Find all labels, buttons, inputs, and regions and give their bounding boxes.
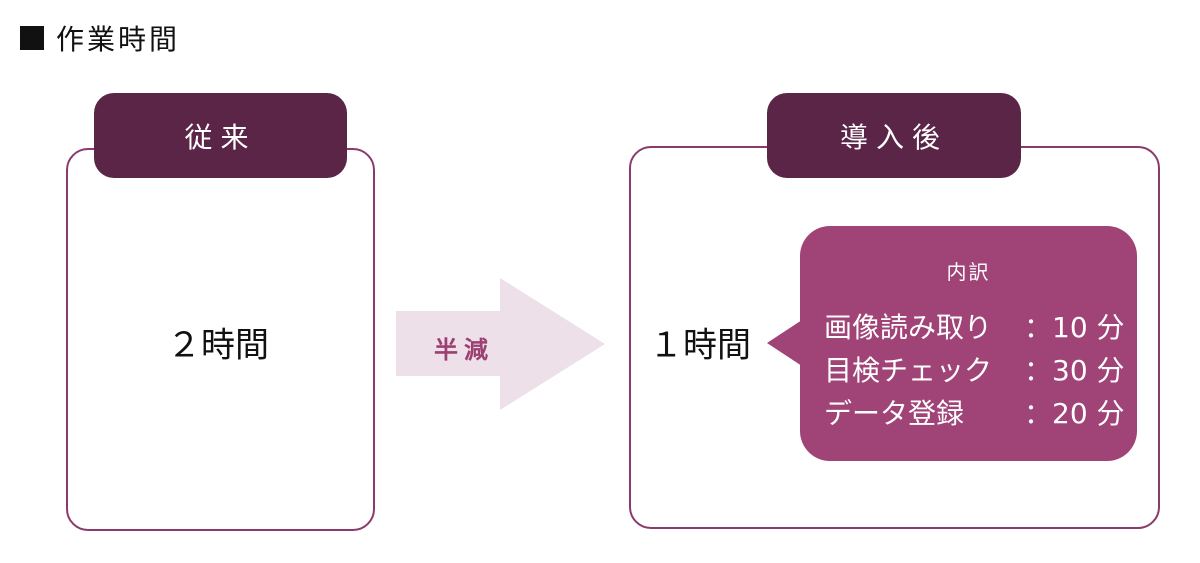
arrow-icon	[396, 278, 605, 410]
breakdown-label: 目検チェック	[824, 354, 993, 387]
breakdown-label: 画像読み取り	[824, 311, 993, 344]
square-bullet-icon	[20, 26, 44, 50]
arrow-label: 半減	[434, 336, 494, 364]
breakdown-row: 画像読み取り ：10 分	[824, 306, 1125, 346]
breakdown-value: ：20 分	[1024, 397, 1125, 430]
breakdown-label: データ登録	[824, 397, 965, 430]
before-tab: 従来	[94, 93, 347, 178]
section-title-text: 作業時間	[56, 23, 181, 56]
after-tab: 導入後	[767, 93, 1021, 178]
before-time: ２時間	[167, 325, 269, 366]
breakdown-bubble: 内訳 画像読み取り ：10 分 目検チェック ：30 分 データ登録 ：20 分	[800, 226, 1137, 461]
section-title: 作業時間	[20, 18, 180, 58]
bubble-pointer	[767, 318, 805, 368]
breakdown-row: 目検チェック ：30 分	[824, 349, 1125, 389]
breakdown-value: ：10 分	[1024, 311, 1125, 344]
breakdown-row: データ登録 ：20 分	[824, 392, 1125, 432]
after-time: １時間	[649, 325, 751, 366]
breakdown-value: ：30 分	[1024, 354, 1125, 387]
before-box	[66, 148, 375, 531]
breakdown-title: 内訳	[946, 260, 991, 284]
